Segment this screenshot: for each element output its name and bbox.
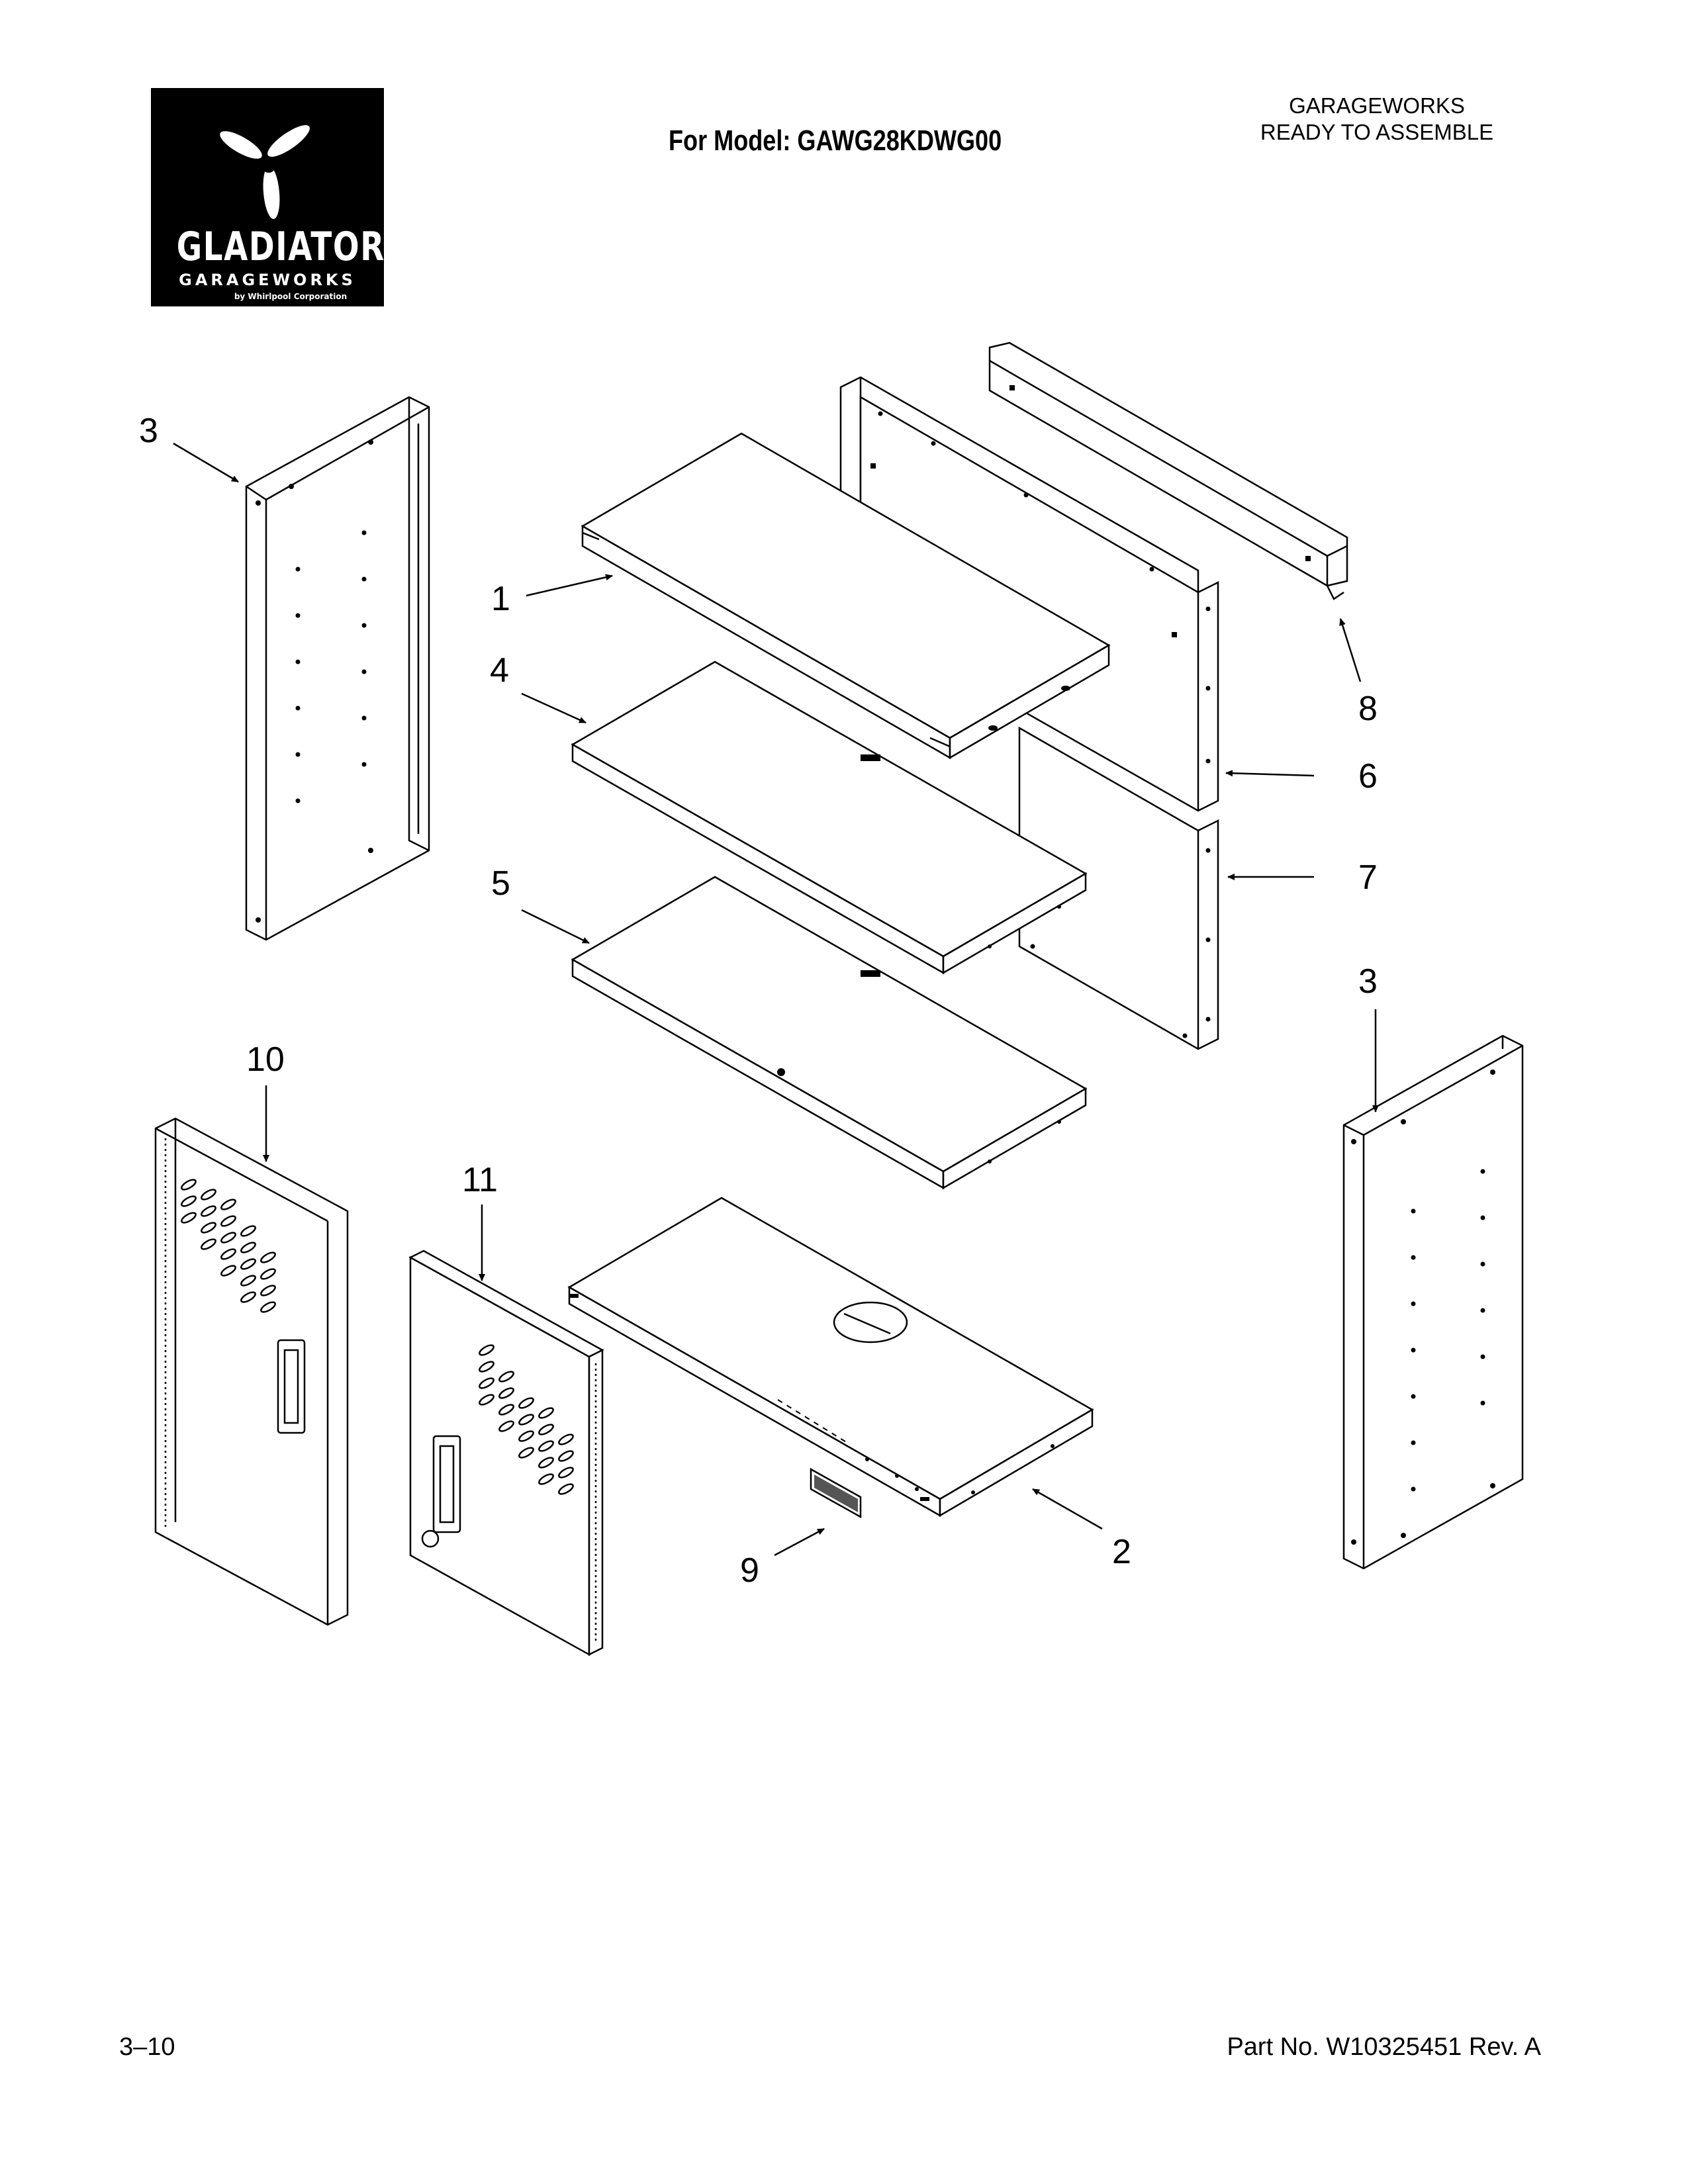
part-badge <box>810 1467 862 1519</box>
leader-3-left <box>173 442 239 483</box>
series-title: GARAGEWORKS READY TO ASSEMBLE <box>1211 93 1542 146</box>
part-side-panel-right <box>1342 1034 1524 1570</box>
callout-6: 6 <box>1358 757 1378 796</box>
leader-4 <box>521 692 586 724</box>
part-top-shelf <box>581 432 1111 760</box>
page-number: 3–10 <box>119 2033 175 2061</box>
brand-byline: by Whirlpool Corporation <box>234 292 348 301</box>
leader-6 <box>1225 770 1315 777</box>
part-rear-rail <box>988 341 1348 600</box>
callout-5: 5 <box>491 864 510 903</box>
part-number: Part No. W10325451 Rev. A <box>1227 2033 1541 2061</box>
callout-9: 9 <box>740 1551 759 1590</box>
model-number: For Model: GAWG28KDWG00 <box>669 124 1002 157</box>
part-bottom <box>567 1197 1094 1518</box>
leader-2 <box>1032 1488 1103 1530</box>
callout-3-right: 3 <box>1358 962 1378 1001</box>
callout-numbers: 3 1 4 5 8 6 7 3 10 11 9 2 <box>139 412 1378 1590</box>
callout-8: 8 <box>1358 690 1378 728</box>
leader-5 <box>521 909 590 944</box>
brand-subtitle: GARAGEWORKS <box>179 271 356 289</box>
part-side-panel-left <box>245 396 430 941</box>
brand-name: GLADIATOR™ <box>176 224 396 270</box>
series-line-1: GARAGEWORKS <box>1289 93 1465 118</box>
callout-10: 10 <box>246 1040 285 1079</box>
leader-8 <box>1339 618 1362 682</box>
callout-2: 2 <box>1112 1533 1131 1571</box>
gladiator-emblem-icon <box>220 125 310 219</box>
callout-7: 7 <box>1358 858 1378 897</box>
part-middle-shelf <box>571 660 1088 975</box>
leader-lines <box>173 442 1379 1557</box>
callout-11: 11 <box>462 1161 498 1199</box>
gladiator-logo: GLADIATOR™ GARAGEWORKS by Whirlpool Corp… <box>151 88 396 306</box>
part-door-left <box>154 1117 349 1626</box>
callout-4: 4 <box>490 651 509 690</box>
callout-3-left: 3 <box>139 412 158 450</box>
leader-1 <box>526 574 613 597</box>
series-line-2: READY TO ASSEMBLE <box>1260 120 1494 144</box>
callout-1: 1 <box>491 580 510 618</box>
part-lower-shelf <box>571 876 1088 1190</box>
leader-9 <box>774 1527 825 1557</box>
part-back-panel-lower <box>1018 726 1219 1050</box>
part-door-right <box>408 1250 604 1657</box>
